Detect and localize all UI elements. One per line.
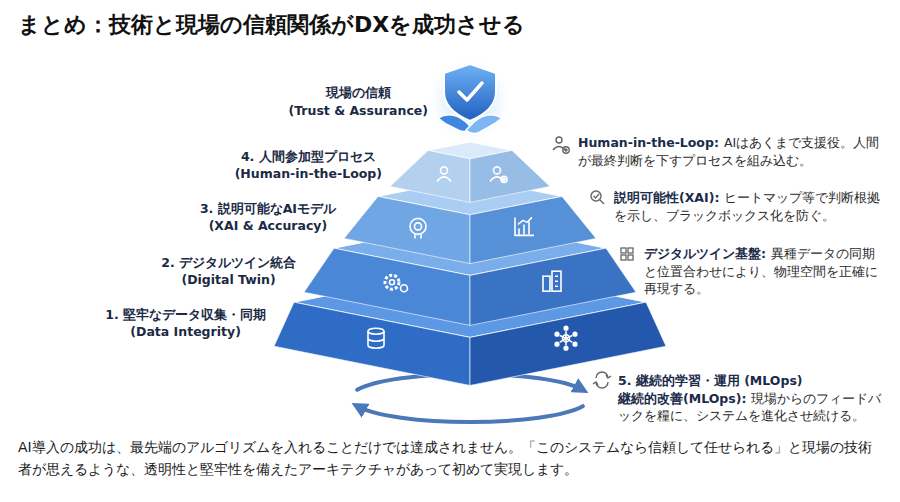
check-mark bbox=[459, 83, 482, 100]
title: まとめ：技術と現場の信頼関係がDXを成功させる bbox=[18, 10, 525, 40]
callout-icon bbox=[553, 137, 569, 153]
layer-label: 1. 堅牢なデータ収集・同期 (Data Integrity) bbox=[105, 306, 266, 341]
layer-icon bbox=[437, 166, 451, 181]
shield bbox=[444, 64, 496, 121]
callout-heading: 5. 継続的学習・運用 (MLOps) bbox=[618, 372, 884, 390]
pyramid-layer: 4. 人間参加型プロセス (Human-in-the-Loop) bbox=[388, 140, 552, 204]
callout: 説明可能性(XAI):ヒートマップ等で判断根拠を示し、ブラックボックス化を防ぐ。 bbox=[614, 189, 884, 224]
callout-heading: デジタルツイン基盤: bbox=[644, 246, 766, 261]
layer-icon bbox=[385, 275, 408, 292]
layer-label: 3. 説明可能なAIモデル (XAI & Accuracy) bbox=[200, 200, 336, 235]
layer-icon bbox=[543, 271, 561, 291]
callout-heading: Human-in-the-Loop: bbox=[578, 135, 719, 150]
layer-left-face bbox=[274, 302, 470, 385]
layer-icon bbox=[555, 326, 577, 350]
layer-right-face bbox=[470, 302, 666, 385]
callout: Human-in-the-Loop:AIはあくまで支援役。人間が最終判断を下すプ… bbox=[578, 134, 884, 169]
emblem-glow bbox=[426, 56, 514, 144]
layer-icon bbox=[515, 217, 534, 235]
node-shape bbox=[425, 56, 515, 142]
caption: AI導入の成功は、最先端のアルゴリズムを入れることだけでは達成されません。「この… bbox=[18, 436, 884, 481]
cycle-arrow bbox=[357, 406, 583, 422]
callout-heading: 継続的改善(MLOps): bbox=[618, 391, 746, 406]
layer-label: 現場の信頼 (Trust & Assurance) bbox=[288, 84, 428, 119]
handshake bbox=[438, 115, 502, 134]
layer-icon bbox=[490, 166, 507, 182]
callout: 5. 継続的学習・運用 (MLOps)継続的改善(MLOps):現場からのフィー… bbox=[618, 372, 884, 425]
node-shape bbox=[388, 140, 552, 204]
callout: デジタルツイン基盤:異種データの同期と位置合わせにより、物理空間を正確に再現する… bbox=[644, 245, 884, 298]
trust-emblem: 現場の信頼 (Trust & Assurance) bbox=[425, 56, 515, 142]
callout-icon bbox=[593, 372, 611, 388]
callout-icon bbox=[591, 191, 604, 204]
layer-icon bbox=[368, 328, 384, 348]
layer-label: 2. デジタルツイン統合 (Digital Twin) bbox=[161, 254, 296, 289]
callout-heading: 説明可能性(XAI): bbox=[614, 190, 719, 205]
layer-icon bbox=[410, 218, 426, 238]
callout-icon bbox=[621, 248, 633, 260]
layer-label: 4. 人間参加型プロセス (Human-in-the-Loop) bbox=[235, 148, 382, 183]
